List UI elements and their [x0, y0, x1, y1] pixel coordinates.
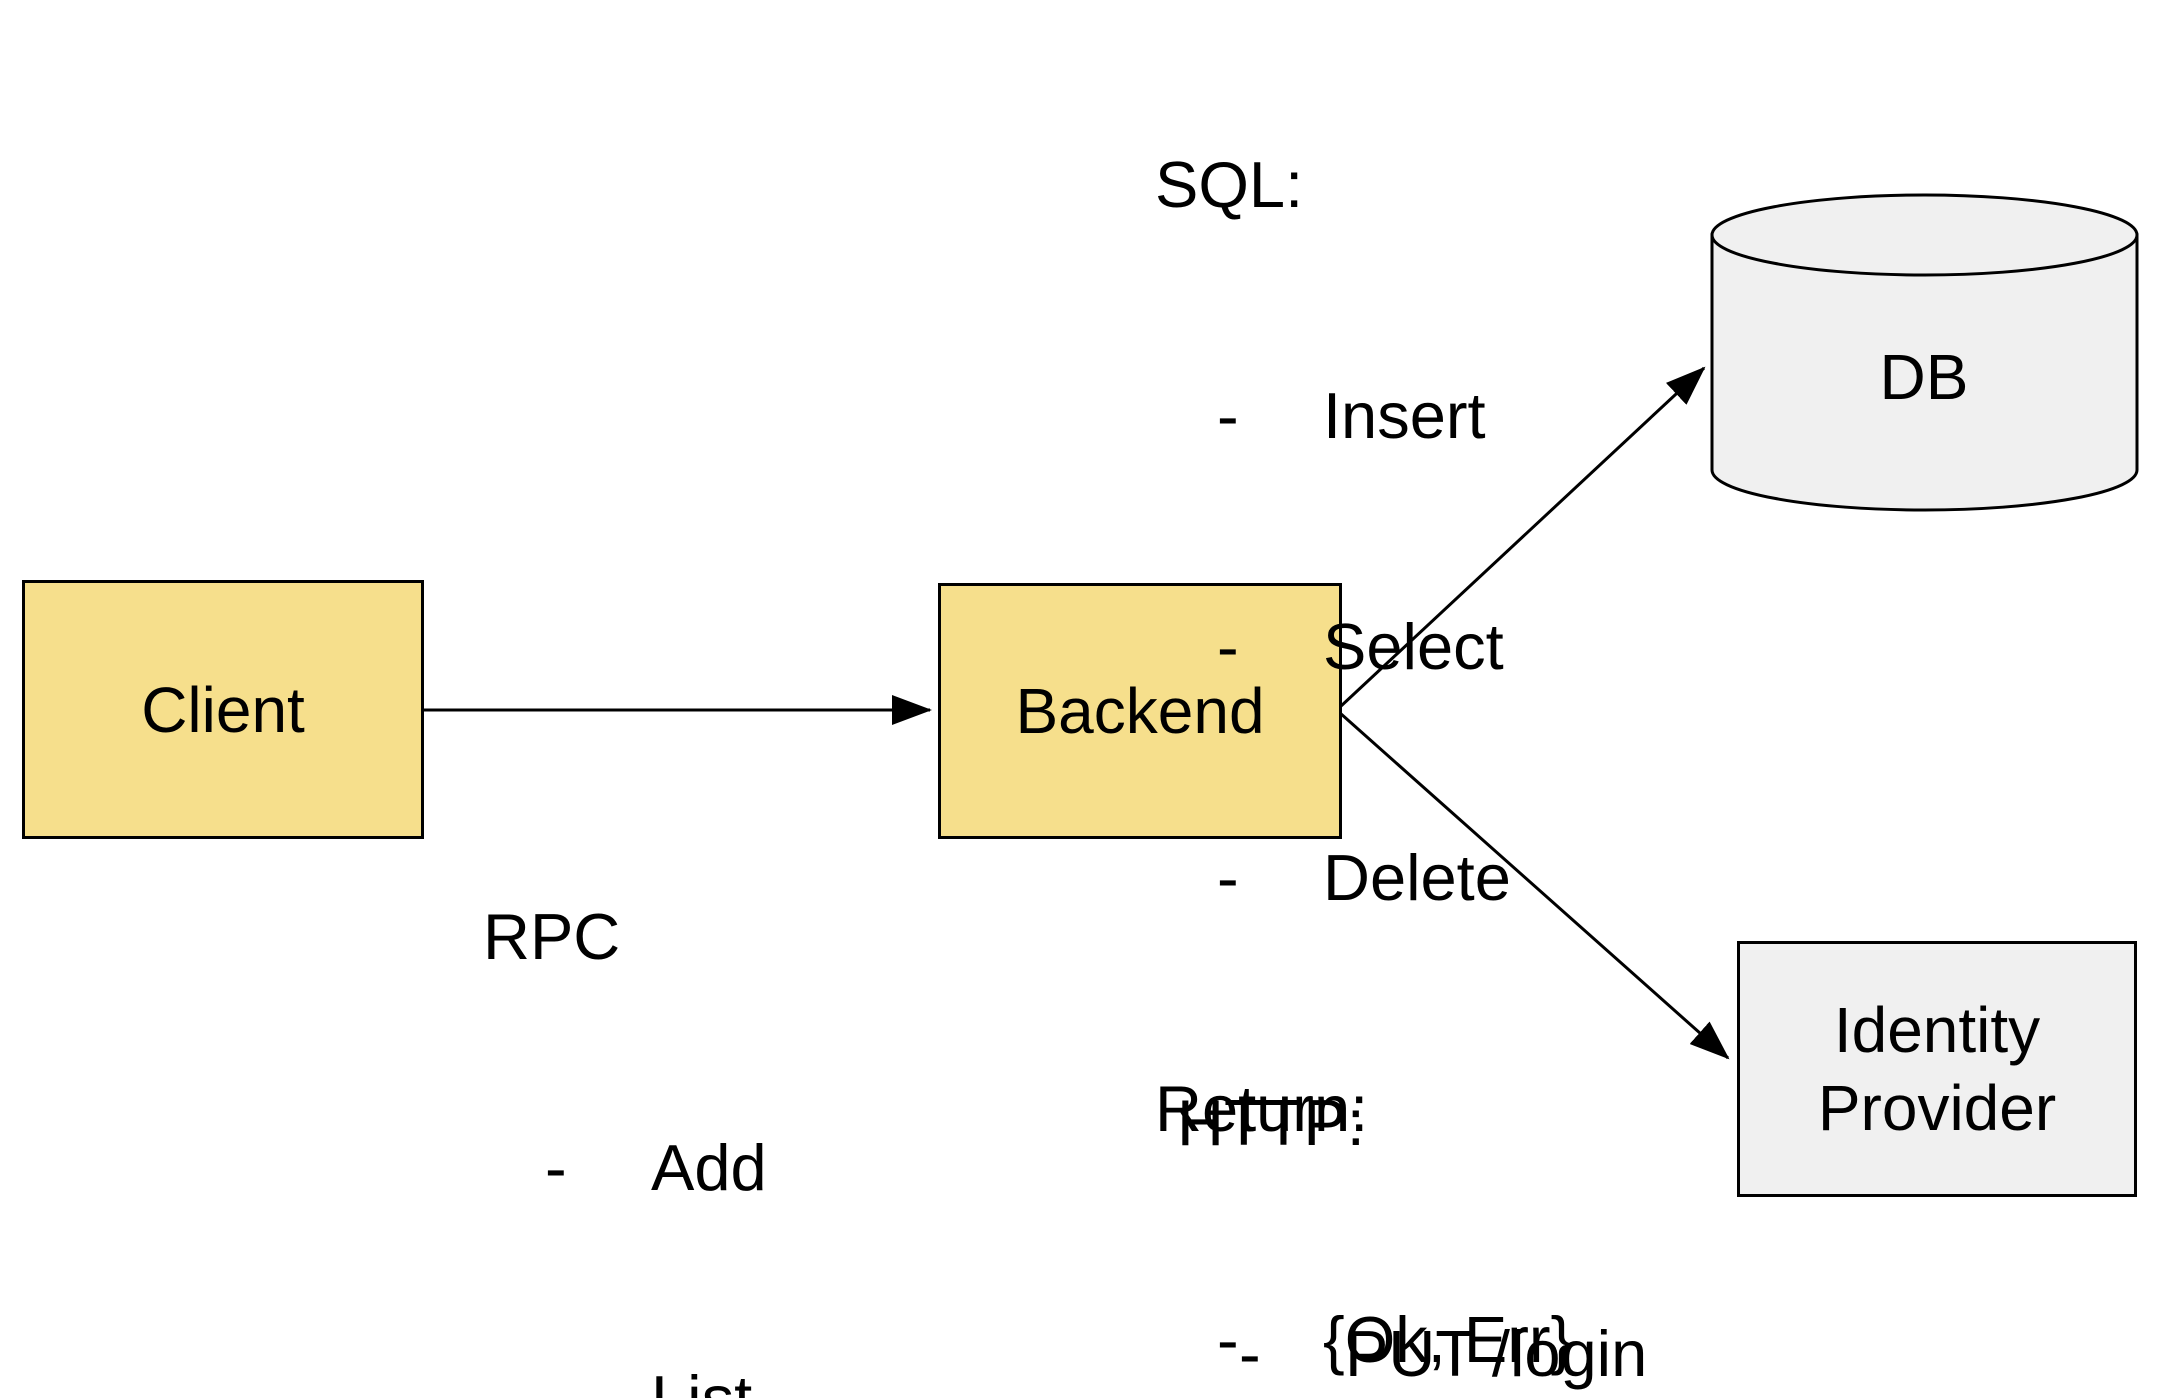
rpc-item-row: - List: [483, 1360, 888, 1398]
sql-return-item: {Ok, Err}: [1323, 1303, 1573, 1376]
node-backend: Backend: [938, 583, 1342, 839]
http-item: PUT /login: [1345, 1317, 1648, 1390]
rpc-item: List: [651, 1360, 752, 1398]
sql-item-row: - Select: [1155, 608, 1572, 685]
http-item-row: - PUT /login: [1177, 1315, 1858, 1392]
sql-item: Select: [1323, 610, 1504, 683]
sql-item-row: - Insert: [1155, 377, 1572, 454]
rpc-item: Add: [651, 1131, 767, 1204]
arrow-backend-identity-provider: [1339, 711, 1730, 1060]
node-db-label: DB: [1879, 341, 1969, 413]
bullet-dash: -: [545, 1360, 651, 1398]
node-identity-provider-label: Identity Provider: [1817, 994, 2057, 1144]
rpc-title: RPC: [483, 900, 621, 973]
sql-return-row: - {Ok, Err}: [1155, 1301, 1572, 1378]
node-backend-label: Backend: [1015, 675, 1265, 747]
bullet-dash: -: [1217, 1303, 1239, 1376]
db-cylinder-body: [1710, 233, 2139, 512]
arrow-backend-db: [1338, 366, 1706, 709]
http-annotation: HTTP: - PUT /login Return codes: - 200 O…: [1177, 930, 1858, 1398]
bullet-dash: -: [1217, 610, 1239, 683]
sql-item-row: - Delete: [1155, 839, 1572, 916]
node-client-label: Client: [141, 673, 305, 746]
bullet-dash: -: [545, 1131, 567, 1204]
rpc-annotation: RPC - Add - List - Delete Return codes: …: [483, 744, 888, 1398]
sql-title: SQL:: [1155, 148, 1304, 221]
node-client: Client: [22, 580, 424, 839]
sql-return-title: Return:: [1155, 1072, 1369, 1145]
bullet-dash: -: [1239, 1317, 1261, 1390]
sql-item: Insert: [1323, 379, 1486, 452]
node-identity-provider: Identity Provider: [1737, 941, 2137, 1197]
sql-item: Delete: [1323, 841, 1511, 914]
rpc-item-row: - Add: [483, 1129, 888, 1206]
bullet-dash: -: [1217, 841, 1239, 914]
db-cylinder: [1710, 193, 2139, 512]
bullet-dash: -: [1217, 379, 1239, 452]
sql-annotation: SQL: - Insert - Select - Delete Return: …: [1155, 0, 1572, 1398]
http-title: HTTP:: [1177, 1086, 1365, 1159]
db-cylinder-top: [1710, 193, 2139, 277]
